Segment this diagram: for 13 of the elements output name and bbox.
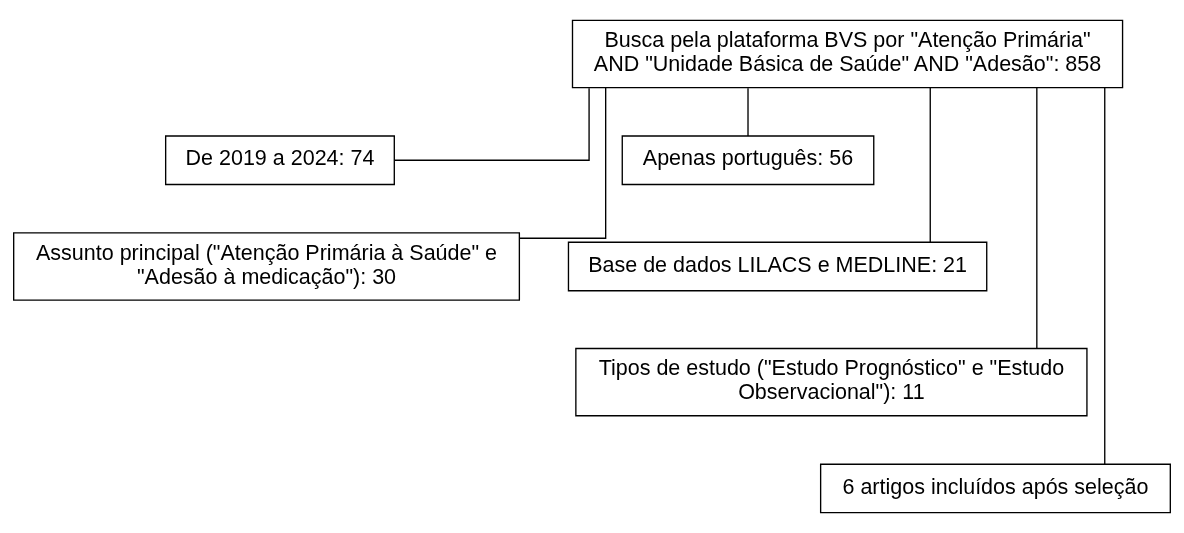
node-box: Assunto principal ("Atenção Primária à Saúde" e "Adesão à medicação"): 30 bbox=[13, 232, 521, 301]
node-box: Tipos de estudo ("Estudo Prognóstico" e "Estudo Observacional"): 11 bbox=[575, 347, 1088, 417]
connector bbox=[1104, 87, 1106, 465]
node-box: Base de dados LILACS e MEDLINE: 21 bbox=[567, 241, 988, 292]
connector bbox=[929, 87, 931, 243]
connector bbox=[747, 87, 749, 137]
node-box: Busca pela plataforma BVS por "Atenção Primária" AND "Unidade Básica de Saúde" AND "Adesão": 858 bbox=[571, 19, 1124, 89]
connector bbox=[1036, 87, 1038, 350]
node-box: Apenas português: 56 bbox=[621, 135, 875, 186]
connector bbox=[393, 87, 590, 161]
node-box: De 2019 a 2024: 74 bbox=[165, 135, 395, 186]
node-box: 6 artigos incluídos após seleção bbox=[819, 463, 1171, 514]
connector bbox=[519, 87, 607, 239]
